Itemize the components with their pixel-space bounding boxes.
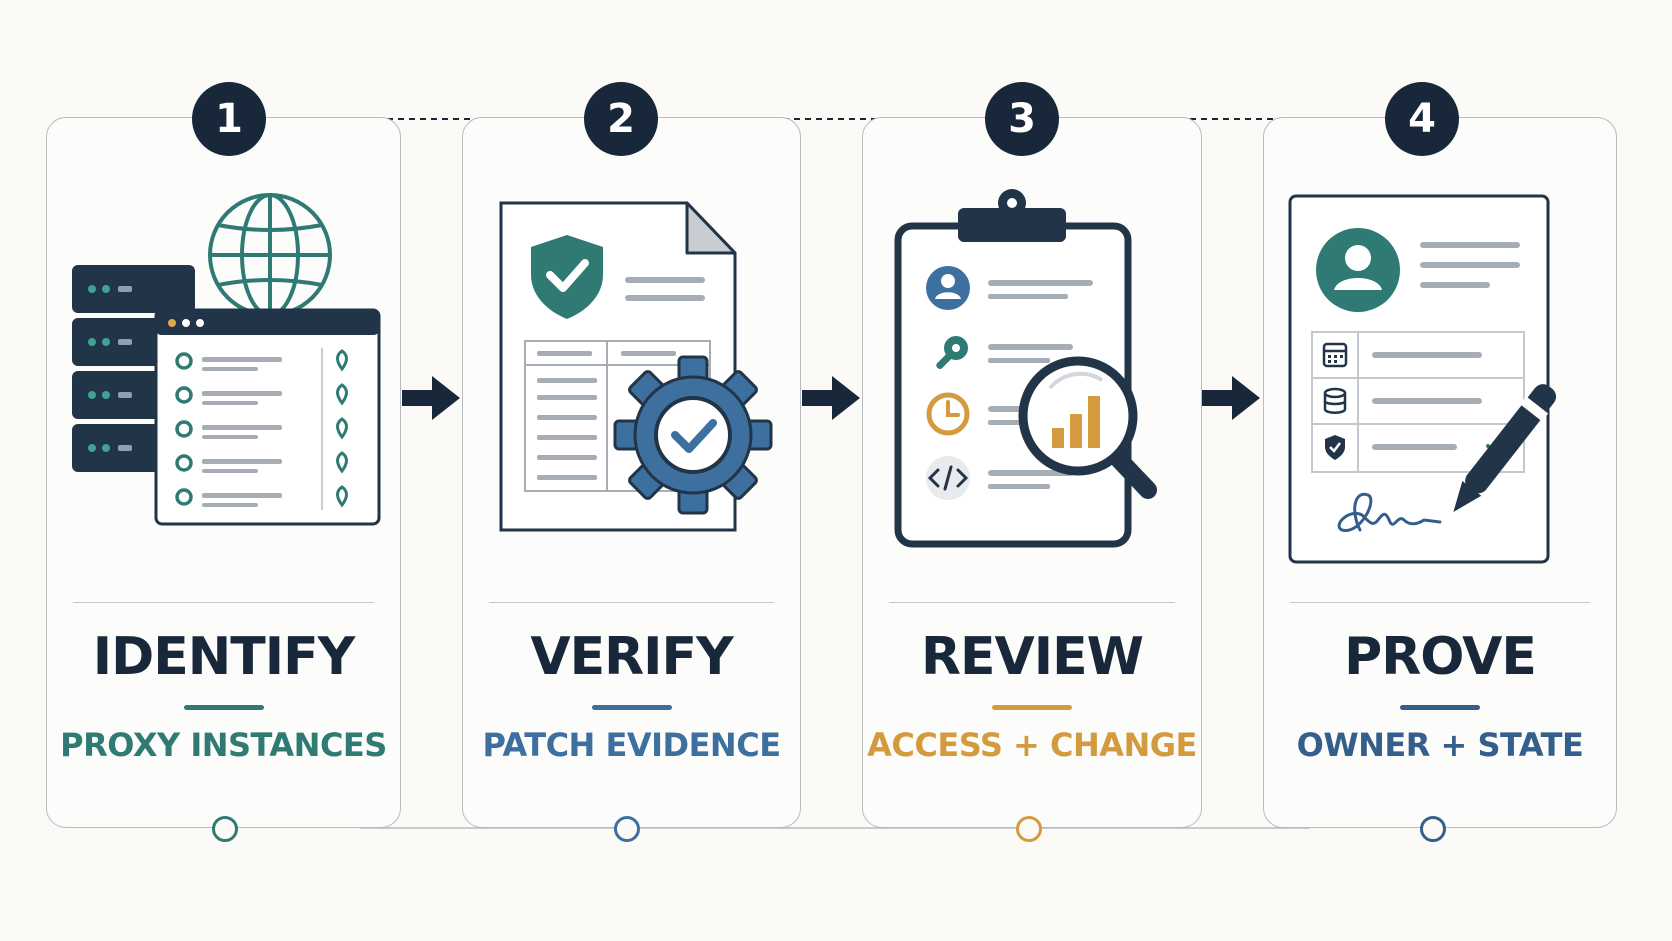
step-number-badge-1: 1	[192, 82, 266, 156]
verify-illustration	[499, 201, 773, 532]
arrow-right-icon	[802, 376, 860, 420]
title-underline	[992, 705, 1072, 710]
step-subtitle: PATCH EVIDENCE	[482, 726, 781, 764]
key-icon	[936, 336, 968, 370]
clock-icon	[926, 392, 970, 436]
avatar-icon	[1316, 228, 1400, 312]
arrow-right-icon	[1202, 376, 1260, 420]
card-divider	[489, 602, 774, 603]
review-illustration	[894, 189, 1157, 548]
step-number-badge-2: 2	[584, 82, 658, 156]
title-underline	[1400, 705, 1480, 710]
location-pin-icon	[336, 349, 348, 508]
step-title: VERIFY	[530, 627, 733, 687]
database-icon	[1323, 387, 1347, 414]
user-icon	[926, 266, 970, 310]
magnifier-chart-icon	[1018, 356, 1157, 499]
card-divider	[1290, 602, 1590, 603]
timeline-node-3	[1016, 816, 1042, 842]
step-title: REVIEW	[920, 627, 1144, 687]
title-underline	[591, 705, 672, 710]
prove-illustration	[1288, 194, 1557, 564]
gear-check-icon	[613, 355, 773, 515]
shield-icon	[1325, 435, 1345, 460]
step-number-badge-4: 4	[1385, 82, 1459, 156]
shield-check-icon	[531, 235, 603, 319]
step-number-badge-3: 3	[985, 82, 1059, 156]
arrow-right-icon	[402, 376, 460, 420]
signature-icon	[1337, 492, 1442, 532]
step-title: PROVE	[1344, 627, 1537, 687]
calendar-icon	[1322, 342, 1348, 368]
timeline-node-2	[614, 816, 640, 842]
code-icon	[926, 456, 970, 500]
pen-icon	[1453, 384, 1557, 513]
step-subtitle: OWNER + STATE	[1296, 726, 1584, 764]
identify-illustration	[72, 193, 381, 526]
card-divider	[889, 602, 1175, 603]
globe-icon	[208, 193, 332, 317]
title-underline	[183, 705, 264, 710]
step-subtitle: PROXY INSTANCES	[60, 726, 387, 764]
browser-window-icon	[154, 308, 381, 526]
timeline-node-1	[212, 816, 238, 842]
timeline-node-4	[1420, 816, 1446, 842]
step-subtitle: ACCESS + CHANGE	[867, 726, 1197, 764]
step-title: IDENTIFY	[92, 627, 356, 687]
card-divider	[73, 602, 374, 603]
